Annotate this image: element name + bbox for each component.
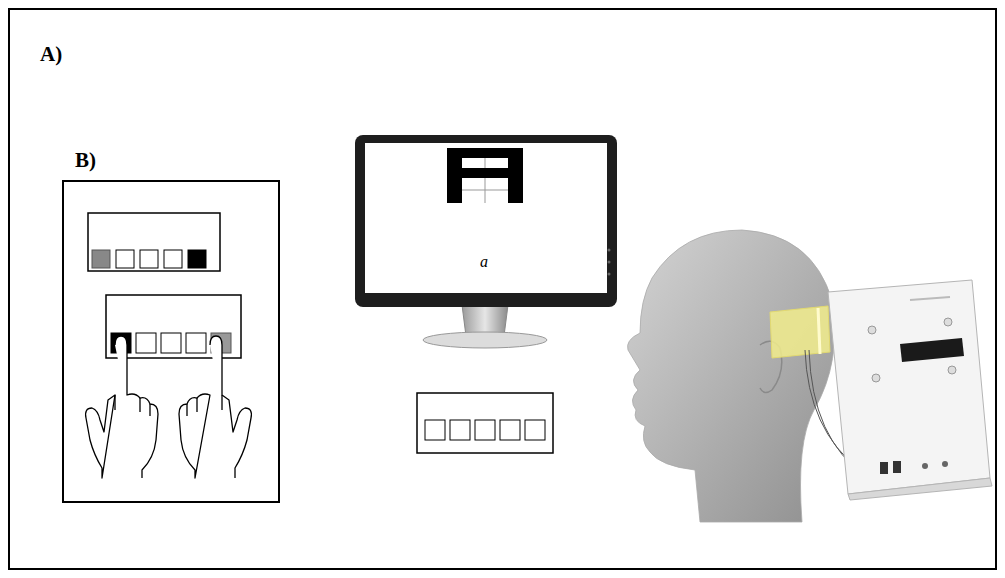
stimulator-device-part (880, 462, 888, 474)
response-pad-part (417, 393, 553, 453)
node-label: a (480, 253, 488, 271)
stimulator-device-part (922, 463, 928, 469)
stimulator-device-part (828, 280, 990, 494)
stimulator-device-part (942, 461, 948, 467)
response-pad-top-part (92, 250, 110, 268)
monitor-part (355, 135, 617, 307)
stimulator-device-part (872, 374, 880, 382)
hands (86, 336, 252, 478)
head (628, 230, 835, 522)
electrode-part (818, 308, 820, 354)
head-part (628, 230, 835, 522)
response-pad-top-part (116, 250, 134, 268)
monitor-part (365, 143, 607, 293)
monitor-part (462, 305, 508, 336)
hands-part (115, 395, 222, 416)
stimulator-device-part (944, 318, 952, 326)
node-label: A) (40, 42, 62, 67)
monitor-part (423, 332, 547, 348)
monitor-screen: a (365, 143, 607, 293)
figure-frame: A) B) a (8, 8, 997, 570)
stimulator-device-part (868, 326, 876, 334)
stimulator-device (828, 280, 992, 500)
response-pad-part (500, 420, 520, 440)
response-pad-top-part (188, 250, 206, 268)
response-pad-top-part (140, 250, 158, 268)
response-pad-part (450, 420, 470, 440)
response-pad-top-part (164, 250, 182, 268)
stimulator-device-part (893, 461, 901, 473)
hands-part (179, 336, 251, 478)
response-pad (417, 393, 553, 453)
electrode (770, 306, 830, 358)
response-pad-part (425, 420, 445, 440)
monitor-part (608, 249, 611, 252)
hands-part (86, 336, 158, 478)
stimulator-device-part (900, 338, 964, 362)
stimulator-device-part (948, 366, 956, 374)
node-label: B) (75, 148, 96, 173)
monitor (355, 135, 617, 348)
monitor-part (608, 261, 611, 264)
stimulus-glyph-part (462, 158, 508, 203)
response-pad-top-part (88, 213, 220, 271)
response-pad-bottom-part (161, 333, 181, 353)
panel-b-box: B) (62, 180, 280, 503)
response-pad-top (88, 213, 220, 271)
response-pad-part (525, 420, 545, 440)
monitor-part (608, 273, 611, 276)
electrode-part (770, 306, 830, 358)
response-pad-bottom-part (186, 333, 206, 353)
stimulator-device-part (910, 297, 950, 300)
stimulus-glyph-part (447, 148, 523, 203)
stimulator-device-part (848, 478, 992, 500)
stimulus-glyph (447, 148, 523, 203)
response-pad-part (475, 420, 495, 440)
response-pad-bottom-part (136, 333, 156, 353)
